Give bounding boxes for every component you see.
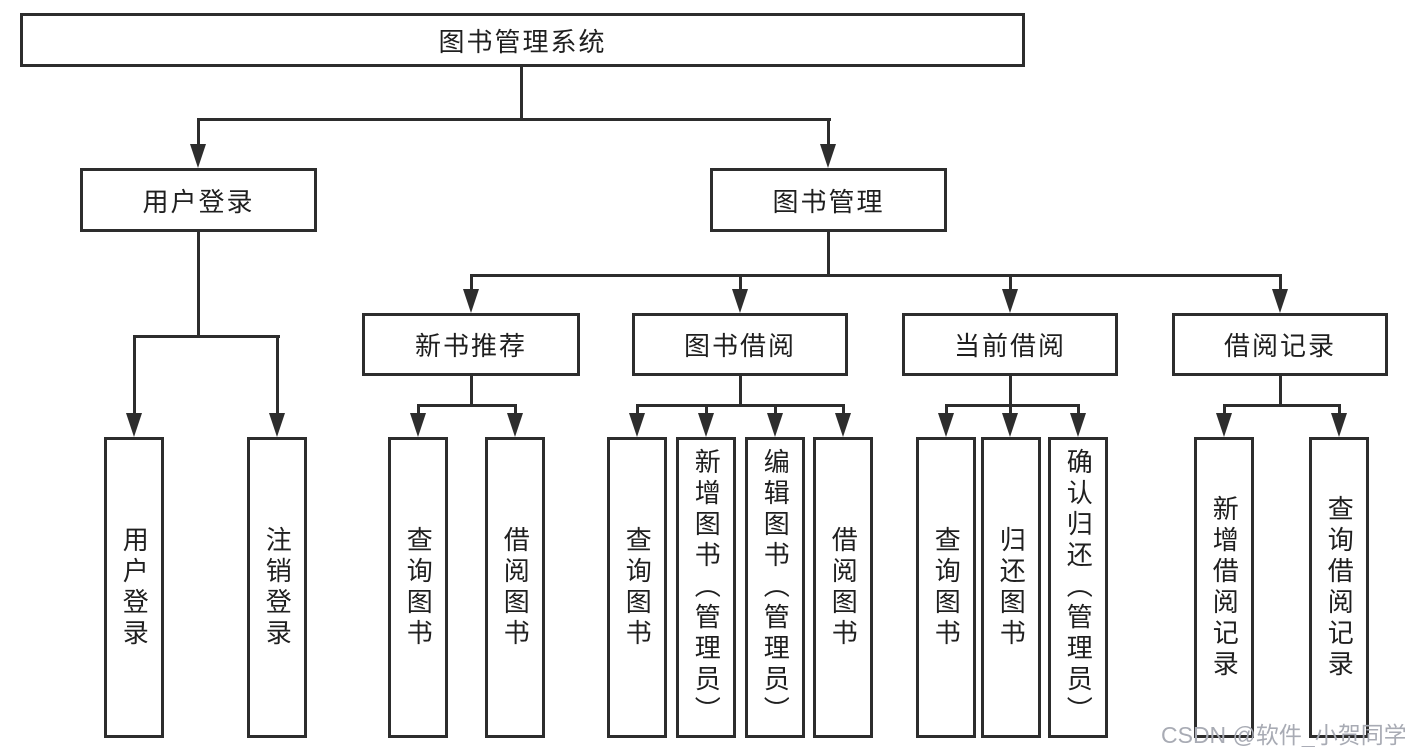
leaf-label: 查询图书 [622,525,653,650]
connector-current-borrow-stem [1009,376,1012,407]
leaf-query-borrow-record: 查询借阅记录 [1309,437,1369,738]
csdn-watermark: CSDN @软件_小贺同学 [1161,722,1405,747]
arrow-down-icon [767,413,783,437]
leaf-label: 编辑图书（管理员） [760,448,791,727]
leaf-label: 用户登录 [119,525,150,650]
arrow-down-icon [835,413,851,437]
leaf-label: 借阅图书 [500,525,531,650]
connector-new-book-bar [417,404,517,407]
node-current-borrow: 当前借阅 [902,313,1118,376]
node-book-management-label: 图书管理 [772,186,885,217]
connector-drop [842,404,845,416]
node-user-login-label: 用户登录 [142,186,255,217]
arrow-down-icon [126,413,142,437]
arrow-down-icon [1002,413,1018,437]
node-book-borrow-label: 图书借阅 [683,331,796,361]
leaf-return-book: 归还图书 [981,437,1041,738]
connector-drop-user-login [197,118,200,148]
leaf-query-book-1: 查询图书 [388,437,448,738]
arrow-down-icon [463,289,479,313]
node-new-book-recommend: 新书推荐 [362,313,580,376]
node-root: 图书管理系统 [20,13,1025,67]
arrow-down-icon [410,413,426,437]
connector-drop [945,404,948,416]
connector-book-mgmt-stem [827,232,830,276]
connector-current-borrow-bar [945,404,1080,407]
connector-drop [774,404,777,416]
connector-drop [276,335,279,415]
leaf-label: 查询图书 [931,525,962,650]
arrow-down-icon [269,413,285,437]
connector-drop [417,404,420,416]
node-borrow-record: 借阅记录 [1172,313,1388,376]
connector-drop-book-mgmt [827,118,830,148]
leaf-query-book-3: 查询图书 [916,437,976,738]
leaf-logout: 注销登录 [247,437,307,738]
arrow-down-icon [1272,289,1288,313]
leaf-edit-book-admin: 编辑图书（管理员） [745,437,805,738]
leaf-label: 新增图书（管理员） [691,448,722,727]
connector-drop [470,274,473,292]
leaf-label: 查询借阅记录 [1324,494,1355,681]
node-root-label: 图书管理系统 [438,26,607,57]
leaf-query-book-2: 查询图书 [607,437,667,738]
leaf-borrow-book-2: 借阅图书 [813,437,873,738]
arrow-down-icon [629,413,645,437]
connector-drop [1077,404,1080,416]
connector-new-book-stem [470,376,473,407]
leaf-label: 查询图书 [403,525,434,650]
connector-root-bar [197,118,831,121]
node-borrow-record-label: 借阅记录 [1223,331,1336,361]
connector-drop [514,404,517,416]
arrow-down-icon [938,413,954,437]
arrow-down-icon [698,413,714,437]
connector-borrow-record-stem [1279,376,1282,407]
connector-user-login-stem [197,232,200,337]
arrow-down-icon [1070,413,1086,437]
node-new-book-recommend-label: 新书推荐 [414,331,527,361]
leaf-label: 确认归还（管理员） [1063,448,1094,727]
leaf-user-login: 用户登录 [104,437,164,738]
connector-drop [1279,274,1282,292]
connector-book-borrow-stem [739,376,742,407]
leaf-add-borrow-record: 新增借阅记录 [1194,437,1254,738]
node-current-borrow-label: 当前借阅 [953,331,1066,361]
connector-drop [1223,404,1226,416]
connector-root-stem [520,64,523,121]
connector-drop [133,335,136,415]
connector-book-borrow-bar [636,404,845,407]
node-user-login: 用户登录 [80,168,317,232]
arrow-down-icon [507,413,523,437]
leaf-label: 新增借阅记录 [1209,494,1240,681]
leaf-add-book-admin: 新增图书（管理员） [676,437,736,738]
connector-drop [1338,404,1341,416]
arrow-down-icon [820,144,836,168]
arrow-down-icon [190,144,206,168]
leaf-label: 注销登录 [262,525,293,650]
connector-borrow-record-bar [1223,404,1340,407]
connector-user-login-bar [133,335,280,338]
connector-drop [1009,274,1012,292]
arrow-down-icon [732,289,748,313]
connector-drop [705,404,708,416]
arrow-down-icon [1216,413,1232,437]
connector-drop [636,404,639,416]
connector-drop [739,274,742,292]
leaf-confirm-return-admin: 确认归还（管理员） [1048,437,1108,738]
leaf-borrow-book-1: 借阅图书 [485,437,545,738]
arrow-down-icon [1002,289,1018,313]
node-book-borrow: 图书借阅 [632,313,848,376]
connector-drop [1009,404,1012,416]
leaf-label: 借阅图书 [828,525,859,650]
arrow-down-icon [1331,413,1347,437]
node-book-management: 图书管理 [710,168,947,232]
connector-book-mgmt-bar [470,274,1282,277]
leaf-label: 归还图书 [996,525,1027,650]
